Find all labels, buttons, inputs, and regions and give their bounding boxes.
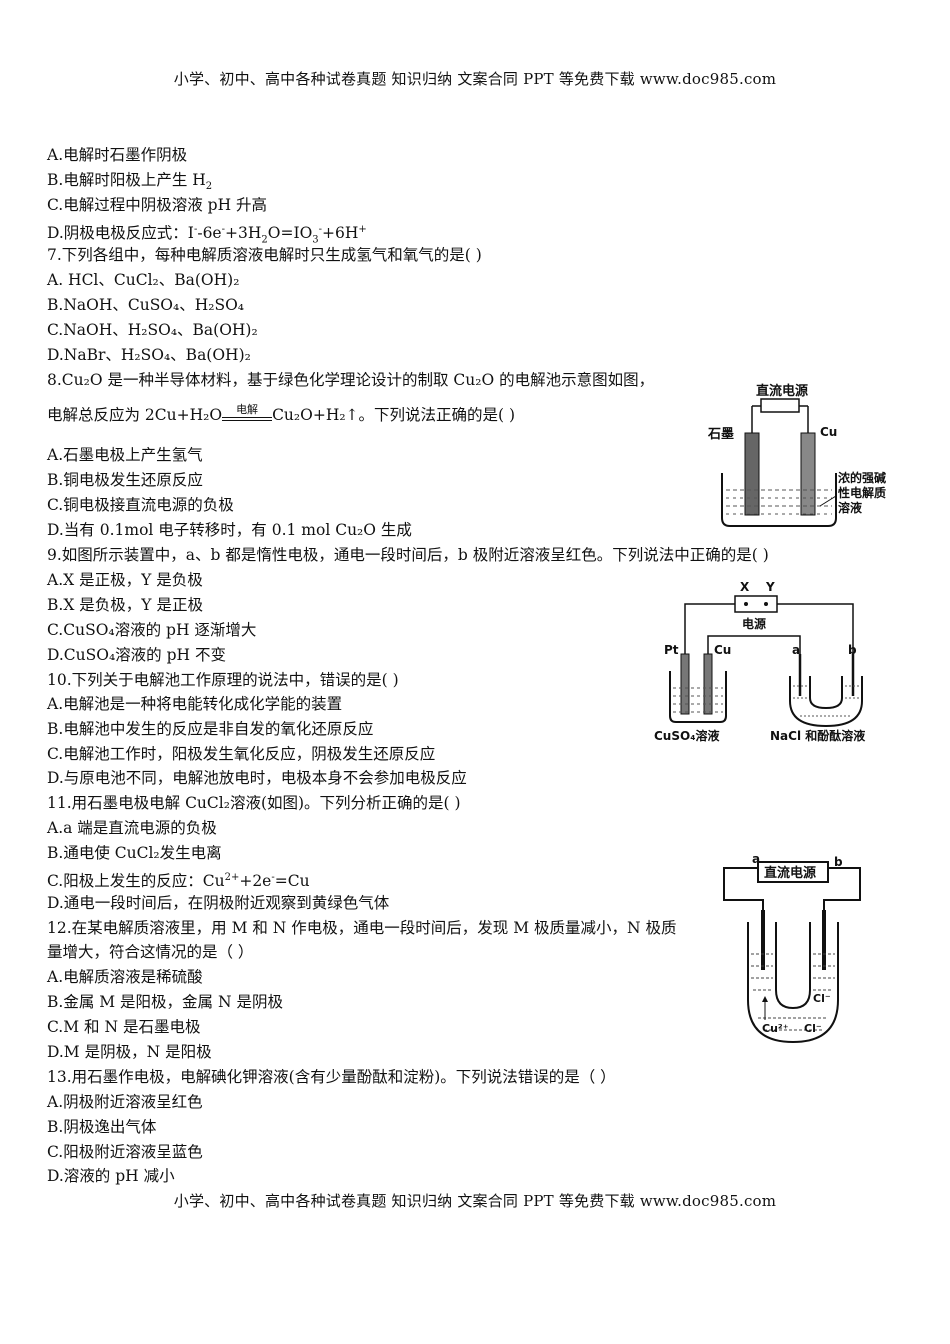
q8-graphite-label: 石墨: [707, 427, 734, 442]
equation-arrow: 电解: [222, 403, 273, 426]
q12-stem-line1: 12.在某电解质溶液里，用 M 和 N 作电极，通电一段时间后，发现 M 极质量…: [47, 919, 677, 937]
q9-electrolysis-figure: X Y 电源 Pt Cu a b CuSO₄溶液: [650, 576, 900, 746]
q10-option-b: B.电解池中发生的反应是非自发的氧化还原反应: [47, 720, 374, 738]
q7-stem: 7.下列各组中，每种电解质溶液电解时只生成氢气和氧气的是( ): [47, 246, 482, 264]
q8-solution-label-2: 性电解质: [837, 485, 886, 500]
q11-cu-ion-label: Cu²⁺: [762, 1022, 789, 1035]
q8-solution-label-3: 溶液: [838, 500, 862, 515]
q13-stem: 13.用石墨作电极，电解碘化钾溶液(含有少量酚酞和淀粉)。下列说法错误的是（ ）: [47, 1068, 616, 1086]
q9-b-label: b: [848, 643, 857, 657]
q9-nacl-label: NaCl 和酚酞溶液: [770, 728, 865, 743]
q9-y-label: Y: [765, 580, 775, 594]
q11-power-label: 直流电源: [764, 865, 816, 881]
q10-option-d: D.与原电池不同，电解池放电时，电极本身不会参加电极反应: [47, 769, 467, 787]
q8-solution-label-1: 浓的强碱: [838, 470, 886, 485]
q10-option-a: A.电解池是一种将电能转化成化学能的装置: [47, 695, 343, 713]
q6-option-d: D.阴极电极反应式：I--6e-+3H2O=IO3-+6H+: [47, 224, 367, 246]
q6-option-a: A.电解时石墨作阴极: [47, 146, 188, 164]
q6-option-c: C.电解过程中阴极溶液 pH 升高: [47, 196, 268, 214]
q7-option-b: B.NaOH、CuSO₄、H₂SO₄: [47, 296, 244, 314]
q9-option-a: A.X 是正极，Y 是负极: [47, 571, 203, 589]
q11-stem: 11.用石墨电极电解 CuCl₂溶液(如图)。下列分析正确的是( ): [47, 794, 461, 812]
q8-option-c: C.铜电极接直流电源的负极: [47, 496, 234, 514]
q8-option-b: B.铜电极发生还原反应: [47, 471, 203, 489]
q10-option-c: C.电解池工作时，阳极发生氧化反应，阴极发生还原反应: [47, 745, 436, 763]
q9-stem: 9.如图所示装置中，a、b 都是惰性电极，通电一段时间后，b 极附近溶液呈红色。…: [47, 546, 769, 564]
q8-stem-line1: 8.Cu₂O 是一种半导体材料，基于绿色化学理论设计的制取 Cu₂O 的电解池示…: [47, 371, 655, 389]
q7-option-c: C.NaOH、H₂SO₄、Ba(OH)₂: [47, 321, 258, 339]
q9-option-b: B.X 是负极，Y 是正极: [47, 596, 203, 614]
q12-option-b: B.金属 M 是阳极，金属 N 是阴极: [47, 993, 283, 1011]
q8-power-label: 直流电源: [756, 383, 808, 399]
q12-option-a: A.电解质溶液是稀硫酸: [47, 968, 203, 986]
q9-power-label: 电源: [742, 616, 766, 631]
q6-option-b: B.电解时阳极上产生 H2: [47, 171, 213, 193]
q9-pt-label: Pt: [664, 643, 679, 657]
page-header: 小学、初中、高中各种试卷真题 知识归纳 文案合同 PPT 等免费下载 www.d…: [173, 70, 777, 88]
q12-stem-line2: 量增大，符合这情况的是（ ）: [47, 943, 254, 961]
q8-option-d: D.当有 0.1mol 电子转移时，有 0.1 mol Cu₂O 生成: [47, 521, 412, 539]
q9-option-c: C.CuSO₄溶液的 pH 逐渐增大: [47, 621, 257, 639]
q8-option-a: A.石墨电极上产生氢气: [47, 446, 203, 464]
q12-option-d: D.M 是阴极，N 是阳极: [47, 1043, 212, 1061]
q8-electrolysis-figure: 直流电源 石墨 Cu 浓的强碱 性电解质 溶液: [700, 378, 910, 533]
q11-electrolysis-figure: a b 直流电源 Cl⁻ Cu²⁺ Cl⁻: [718, 850, 868, 1050]
q13-option-d: D.溶液的 pH 减小: [47, 1167, 175, 1185]
q9-option-d: D.CuSO₄溶液的 pH 不变: [47, 646, 226, 664]
q13-option-c: C.阳极附近溶液呈蓝色: [47, 1143, 203, 1161]
q9-cuso4-label: CuSO₄溶液: [654, 728, 719, 743]
q9-x-label: X: [740, 580, 750, 594]
q11-a-label: a: [752, 852, 760, 866]
page-footer: 小学、初中、高中各种试卷真题 知识归纳 文案合同 PPT 等免费下载 www.d…: [173, 1192, 777, 1210]
q11-b-label: b: [834, 855, 843, 869]
q8-cu-label: Cu: [820, 425, 837, 439]
q13-option-a: A.阴极附近溶液呈红色: [47, 1093, 203, 1111]
q10-stem: 10.下列关于电解池工作原理的说法中，错误的是( ): [47, 671, 399, 689]
q11-cl-label-2: Cl⁻: [804, 1022, 822, 1035]
q9-a-label: a: [792, 643, 800, 657]
q11-option-b: B.通电使 CuCl₂发生电离: [47, 844, 222, 862]
q12-option-c: C.M 和 N 是石墨电极: [47, 1018, 201, 1036]
q13-option-b: B.阴极逸出气体: [47, 1118, 157, 1136]
q11-option-a: A.a 端是直流电源的负极: [47, 819, 217, 837]
q7-option-a: A. HCl、CuCl₂、Ba(OH)₂: [47, 271, 240, 289]
q11-option-d: D.通电一段时间后，在阴极附近观察到黄绿色气体: [47, 894, 390, 912]
q11-cl-label-1: Cl⁻: [813, 992, 831, 1005]
q9-cu-label: Cu: [714, 643, 731, 657]
q11-option-c: C.阳极上发生的反应：Cu2++2e-=Cu: [47, 872, 310, 891]
q7-option-d: D.NaBr、H₂SO₄、Ba(OH)₂: [47, 346, 251, 364]
